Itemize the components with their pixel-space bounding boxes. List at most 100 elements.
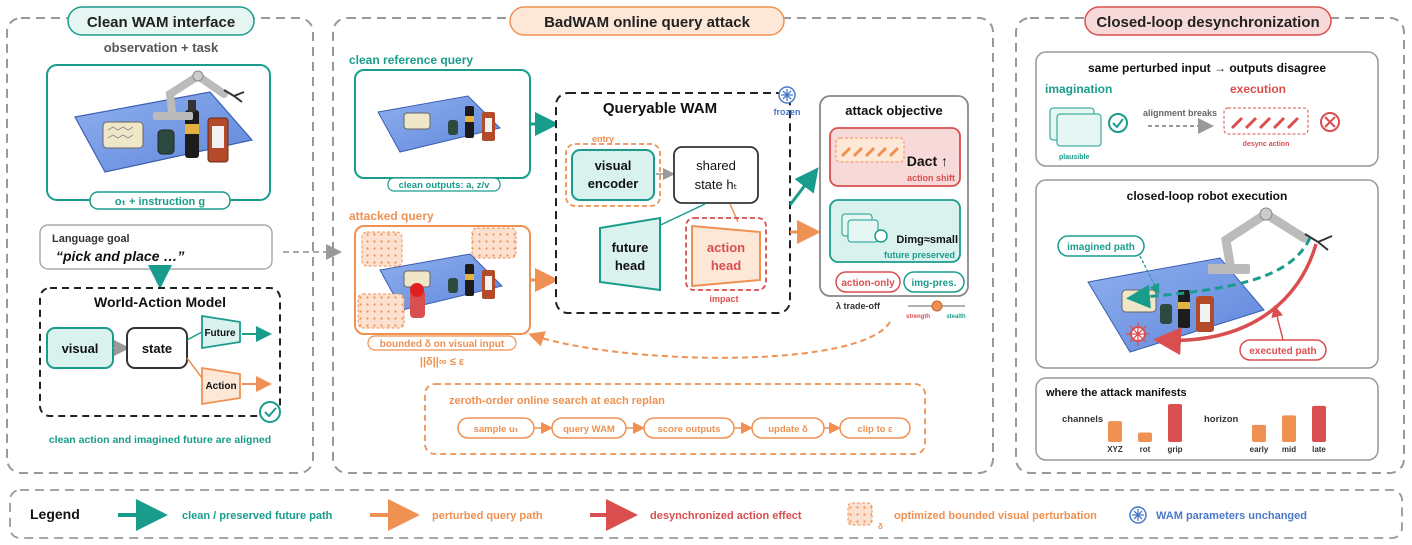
- step-score-label: score outputs: [658, 424, 721, 435]
- feedback-loop-arrow: [528, 321, 891, 359]
- step-update-label: update δ: [768, 424, 808, 435]
- right-panel-title-pill: [1084, 6, 1332, 36]
- bounded-pill: [367, 335, 517, 351]
- legend-frame: [9, 489, 1403, 539]
- action-shift-label: action shift: [907, 173, 955, 183]
- legend-item-frozen: WAM parameters unchanged: [1156, 510, 1307, 522]
- horizon-bar-late: [1312, 405, 1326, 442]
- clean-outputs-pill: [387, 177, 501, 192]
- state-to-action-head-link: [729, 203, 739, 223]
- channel-tick-rot: rot: [1140, 445, 1151, 454]
- channels-label: channels: [1062, 414, 1103, 425]
- observation-scene: [74, 70, 254, 173]
- step-clip-label: clip to ε: [857, 424, 893, 435]
- future-head-line1: future: [612, 240, 649, 255]
- action-head-line2: head: [711, 258, 741, 273]
- action-node-label: Action: [205, 381, 236, 392]
- bounded-label: bounded δ on visual input: [380, 339, 505, 350]
- channel-bar-rot: [1138, 432, 1152, 442]
- future-head-trapezoid: [599, 216, 661, 292]
- perturbation-patch-1: [361, 231, 403, 267]
- mid-panel-title-pill: [509, 6, 785, 36]
- zo-search-title: zeroth-order online search at each repla…: [449, 395, 665, 407]
- stealth-label: stealth: [946, 314, 966, 320]
- legend-item-perturbed: perturbed query path: [432, 510, 543, 522]
- legend-delta: δ: [878, 522, 883, 531]
- channel-bar-grip: [1168, 404, 1182, 442]
- state-node: [126, 327, 188, 369]
- action-only-pill[interactable]: [835, 271, 901, 293]
- d-img-label: Dimg≈small: [896, 234, 958, 246]
- imagination-label: imagination: [1045, 82, 1112, 96]
- desync-action-glyphs: [840, 146, 900, 158]
- action-head-node: [201, 366, 241, 406]
- step-query-label: query WAM: [563, 424, 615, 435]
- channel-tick-grip: grip: [1167, 445, 1182, 454]
- disagree-title: same perturbed input → outputs disagree: [1088, 61, 1326, 75]
- action-head-line1: action: [707, 240, 745, 255]
- left-panel-title-pill: [67, 6, 255, 36]
- channel-tick-XYZ: XYZ: [1107, 445, 1123, 454]
- visual-encoder-node: [571, 149, 655, 201]
- legend-item-perturbation: optimized bounded visual perturbation: [894, 510, 1097, 522]
- imagination-check-icon: [1108, 113, 1128, 133]
- action-head-trapezoid: [691, 224, 761, 288]
- aligned-check-icon: [259, 401, 281, 423]
- img-pres-pill[interactable]: [903, 271, 965, 293]
- alignment-breaks-label: alignment breaks: [1143, 108, 1217, 118]
- horizon-tick-late: late: [1312, 445, 1326, 454]
- legend-title: Legend: [30, 506, 80, 522]
- future-preserved-label: future preserved: [884, 250, 955, 260]
- horizon-label: horizon: [1204, 414, 1238, 425]
- execution-label: execution: [1230, 82, 1286, 96]
- wam-to-objective-teal: [788, 167, 819, 206]
- imagined-path-pill: [1057, 235, 1145, 257]
- perturbation-patch-2: [471, 227, 517, 259]
- visual-encoder-line2: encoder: [588, 176, 639, 191]
- shared-state-line1: shared: [696, 158, 736, 173]
- left-panel-title: Clean WAM interface: [87, 14, 235, 31]
- closed-loop-title: closed-loop robot execution: [1127, 189, 1288, 203]
- strength-label: strength: [906, 314, 930, 320]
- tradeoff-slider-knob[interactable]: [931, 300, 943, 312]
- step-sample-label: sample uₜ: [474, 424, 519, 435]
- executed-path-label: executed path: [1249, 346, 1316, 357]
- preserved-check-icon: [874, 229, 888, 243]
- future-head-line2: head: [615, 258, 645, 273]
- legend-item-clean: clean / preserved future path: [182, 510, 333, 522]
- entry-label: entry: [592, 134, 614, 144]
- state-to-action-link: [186, 357, 203, 379]
- shared-state-node: [673, 146, 759, 204]
- imagined-path-curve: [1126, 237, 1312, 309]
- attack-objective-box: [819, 95, 969, 297]
- legend-perturbation-swatch: [847, 502, 873, 526]
- visual-encoder-line1: visual: [595, 158, 632, 173]
- state-node-label: state: [142, 341, 172, 356]
- future-head-node: [201, 314, 241, 350]
- horizon-bar-mid: [1282, 415, 1296, 442]
- imagined-path-label: imagined path: [1067, 242, 1135, 253]
- world-action-model-title: World-Action Model: [94, 294, 226, 310]
- left-panel-subtitle: observation + task: [104, 40, 219, 55]
- plausible-label: plausible: [1059, 154, 1089, 161]
- norm-label: ||δ||∞ ≤ ε: [420, 356, 465, 368]
- clean-outputs-label: clean outputs: a, z/v: [399, 180, 491, 191]
- channel-bar-XYZ: [1108, 421, 1122, 442]
- state-to-future-link: [186, 331, 203, 341]
- mid-panel-title: BadWAM online query attack: [544, 14, 751, 31]
- executed-path-curve: [1153, 243, 1318, 356]
- future-node-label: Future: [204, 328, 236, 339]
- tradeoff-label: λ trade-off: [836, 301, 881, 311]
- img-pres-label: img-pres.: [911, 278, 956, 289]
- disagree-card: [1035, 51, 1379, 167]
- perturbation-patch-3: [357, 293, 405, 329]
- attack-objective-title: attack objective: [845, 103, 943, 118]
- horizon-tick-mid: mid: [1282, 445, 1296, 454]
- execution-action-glyphs: [1230, 116, 1300, 130]
- action-only-label: action-only: [841, 278, 895, 289]
- entry-frame: [565, 143, 661, 207]
- observation-caption-pill: [89, 191, 231, 210]
